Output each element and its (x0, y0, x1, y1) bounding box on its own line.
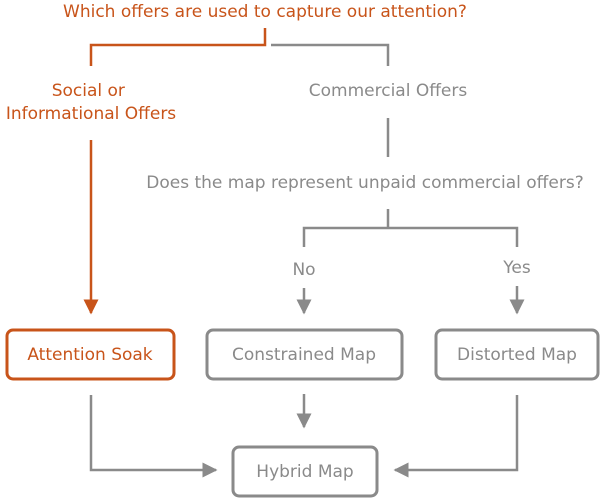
answer-yes-label: Yes (502, 258, 531, 278)
box-constrained-map: Constrained Map (205, 328, 404, 381)
box-distorted-map: Distorted Map (434, 328, 600, 381)
answer-no-label: No (292, 260, 315, 280)
connector-question-split (302, 209, 519, 247)
question-top: Which offers are used to capture our att… (63, 2, 467, 22)
arrow-attention-soak-to-hybrid (89, 395, 218, 478)
branch-commercial-label: Commercial Offers (309, 81, 468, 101)
connector-top-orange (89, 28, 267, 66)
question-second: Does the map represent unpaid commercial… (146, 173, 583, 193)
branch-social-line1: Social or (52, 81, 125, 101)
branch-social-line2: Informational Offers (6, 104, 176, 124)
box-hybrid-map-label: Hybrid Map (256, 462, 353, 482)
branch-social-label: Social or Informational Offers (6, 81, 176, 124)
box-constrained-map-label: Constrained Map (232, 345, 376, 365)
box-attention-soak: Attention Soak (5, 328, 176, 381)
box-distorted-map-label: Distorted Map (457, 345, 577, 365)
box-hybrid-map: Hybrid Map (231, 445, 379, 498)
arrow-distorted-to-hybrid (393, 395, 519, 478)
box-attention-soak-label: Attention Soak (27, 345, 152, 365)
connector-top-gray (271, 43, 390, 66)
